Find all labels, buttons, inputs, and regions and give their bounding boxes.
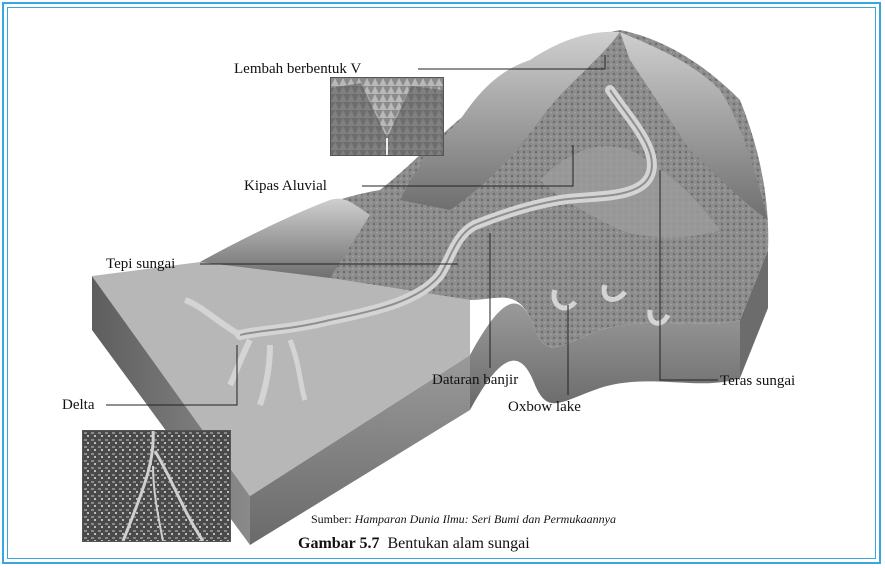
- v-valley-photo: [330, 77, 444, 156]
- source-title: Hamparan Dunia Ilmu: Seri Bumi dan Permu…: [355, 512, 616, 526]
- label-teras-sungai: Teras sungai: [720, 374, 795, 389]
- source-prefix: Sumber:: [311, 512, 355, 526]
- source-line: Sumber: Hamparan Dunia Ilmu: Seri Bumi d…: [311, 512, 616, 527]
- label-dataran-banjir: Dataran banjir: [432, 373, 518, 388]
- label-tepi-sungai: Tepi sungai: [106, 257, 175, 272]
- figure-caption-text: Bentukan alam sungai: [387, 535, 529, 552]
- figure-number: Gambar 5.7: [298, 535, 379, 552]
- label-kipas-aluvial: Kipas Aluvial: [244, 179, 327, 194]
- label-delta: Delta: [62, 398, 94, 413]
- v-valley-photo-image: [331, 78, 443, 155]
- label-lembah: Lembah berbentuk V: [234, 62, 361, 77]
- delta-photo: [82, 430, 231, 542]
- label-oxbow-lake: Oxbow lake: [508, 400, 581, 415]
- delta-photo-image: [83, 431, 230, 541]
- figure-caption: Gambar 5.7 Bentukan alam sungai: [298, 535, 530, 553]
